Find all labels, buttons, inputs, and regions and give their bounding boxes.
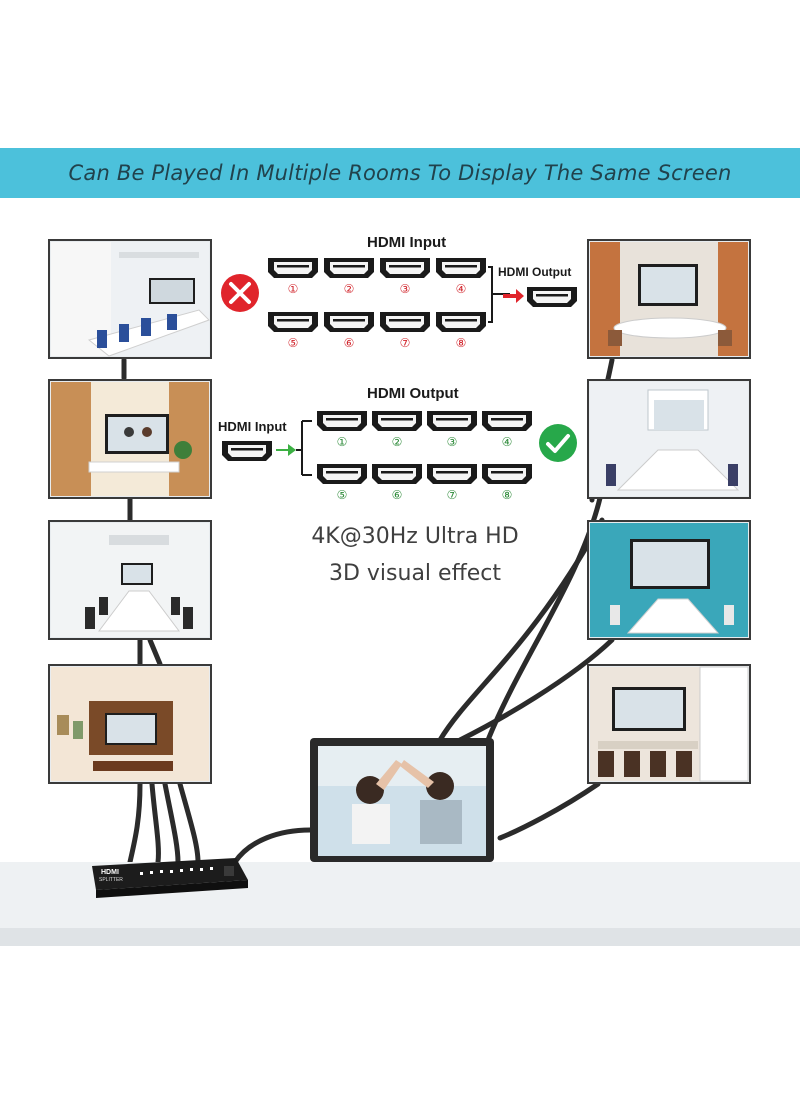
correct-port-6 (372, 464, 422, 484)
room-image-right-1 (587, 239, 751, 359)
hdmi-splitter-device (92, 858, 248, 898)
x-circle-icon (221, 274, 259, 312)
desk-edge (0, 928, 800, 946)
wrong-output-port (527, 287, 577, 307)
room-image-left-4 (48, 664, 212, 784)
correct-output-ports-bottom: ⑤ ⑥ ⑦ ⑧ (317, 464, 532, 502)
wrong-port-6 (324, 312, 374, 332)
wrong-port-number-5: ⑤ (288, 336, 299, 350)
correct-port-7 (427, 464, 477, 484)
check-circle-icon (539, 424, 577, 462)
correct-port-2 (372, 411, 422, 431)
cables (121, 357, 615, 885)
correct-diagram-title: HDMI Output (367, 385, 459, 402)
title-banner: Can Be Played In Multiple Rooms To Displ… (0, 148, 800, 198)
correct-port-4 (482, 411, 532, 431)
wrong-port-number-6: ⑥ (344, 336, 355, 350)
wrong-port-2 (324, 258, 374, 278)
wrong-port-5 (268, 312, 318, 332)
correct-split-lines (296, 420, 312, 476)
wrong-port-4 (436, 258, 486, 278)
correct-port-number-4: ④ (502, 435, 513, 449)
correct-output-ports-top: ① ② ③ ④ (317, 411, 532, 449)
wrong-output-label: HDMI Output (498, 265, 572, 279)
wrong-port-1 (268, 258, 318, 278)
correct-port-3 (427, 411, 477, 431)
banner-title: Can Be Played In Multiple Rooms To Displ… (68, 161, 732, 185)
wrong-diagram: ① ② ③ ④ ⑤ ⑥ ⑦ ⑧ (221, 258, 577, 350)
correct-input-port (222, 441, 272, 461)
splitter-label-bottom: SPLITTER (99, 877, 123, 883)
spec-line-1: 4K@30Hz Ultra HD (311, 524, 519, 549)
wrong-port-number-2: ② (344, 282, 355, 296)
room-image-left-2 (48, 379, 212, 499)
wrong-port-3 (380, 258, 430, 278)
correct-diagram: ① ② ③ ④ ⑤ ⑥ ⑦ ⑧ (222, 411, 577, 502)
wrong-output-arrow (503, 289, 524, 303)
spec-line-2: 3D visual effect (328, 561, 501, 586)
correct-port-number-6: ⑥ (392, 488, 403, 502)
correct-port-number-8: ⑧ (502, 488, 513, 502)
wrong-port-number-4: ④ (456, 282, 467, 296)
wrong-port-number-7: ⑦ (400, 336, 411, 350)
correct-port-number-1: ① (337, 435, 348, 449)
correct-port-5 (317, 464, 367, 484)
correct-input-label: HDMI Input (218, 419, 287, 434)
wrong-port-7 (380, 312, 430, 332)
correct-port-1 (317, 411, 367, 431)
wrong-port-number-1: ① (288, 282, 299, 296)
wrong-diagram-title: HDMI Input (367, 234, 447, 251)
correct-port-8 (482, 464, 532, 484)
room-image-left-1 (48, 239, 212, 359)
room-image-left-3 (48, 520, 212, 640)
correct-port-number-2: ② (392, 435, 403, 449)
correct-port-number-3: ③ (447, 435, 458, 449)
splitter-label-top: HDMI (101, 869, 119, 876)
wrong-input-ports-top: ① ② ③ ④ (268, 258, 486, 296)
wrong-port-number-8: ⑧ (456, 336, 467, 350)
room-image-right-2 (587, 379, 751, 499)
room-image-right-3 (587, 520, 751, 640)
room-image-right-4 (587, 664, 751, 784)
wrong-port-8 (436, 312, 486, 332)
wrong-input-ports-bottom: ⑤ ⑥ ⑦ ⑧ (268, 312, 486, 350)
wrong-port-number-3: ③ (400, 282, 411, 296)
correct-port-number-7: ⑦ (447, 488, 458, 502)
correct-port-number-5: ⑤ (337, 488, 348, 502)
correct-input-arrow (276, 444, 296, 456)
